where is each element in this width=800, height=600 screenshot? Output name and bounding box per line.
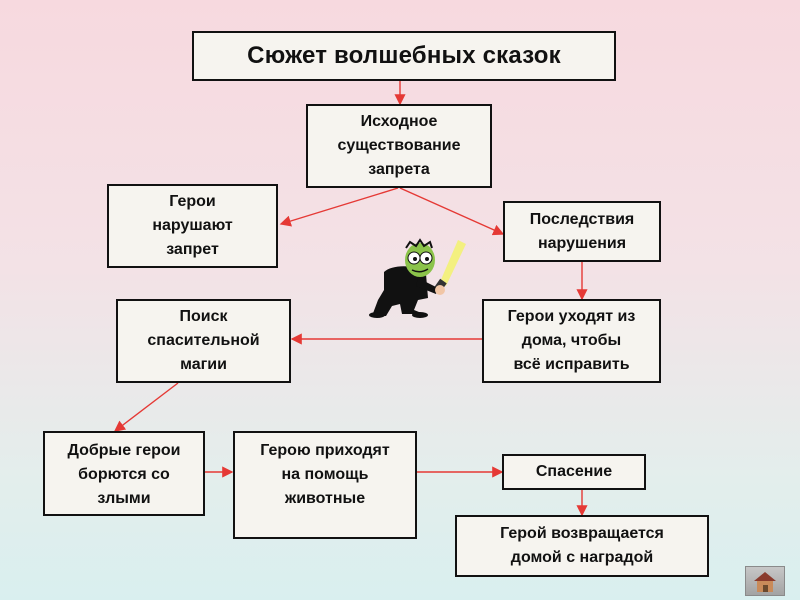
home-button[interactable] <box>745 566 785 596</box>
node-return-home: Герой возвращается домой с наградой <box>455 515 709 577</box>
node-break-ban: Герои нарушают запрет <box>107 184 278 268</box>
node-rescue: Спасение <box>502 454 646 490</box>
node-search-magic: Поиск спасительной магии <box>116 299 291 383</box>
node-animals-help: Герою приходят на помощь животные <box>233 431 417 539</box>
node-leave-home: Герои уходят из дома, чтобы всё исправит… <box>482 299 661 383</box>
node-origin: Исходное существование запрета <box>306 104 492 188</box>
arrow-search-to-good <box>113 382 179 432</box>
home-icon <box>754 572 776 592</box>
arrow-origin-to-consequences <box>399 187 505 236</box>
node-consequences: Последствия нарушения <box>503 201 661 262</box>
detective-with-flashlight-icon <box>369 238 466 318</box>
diagram-title: Сюжет волшебных сказок <box>192 31 616 81</box>
arrow-origin-to-break <box>279 187 399 227</box>
node-good-vs-evil: Добрые герои борются со злыми <box>43 431 205 516</box>
